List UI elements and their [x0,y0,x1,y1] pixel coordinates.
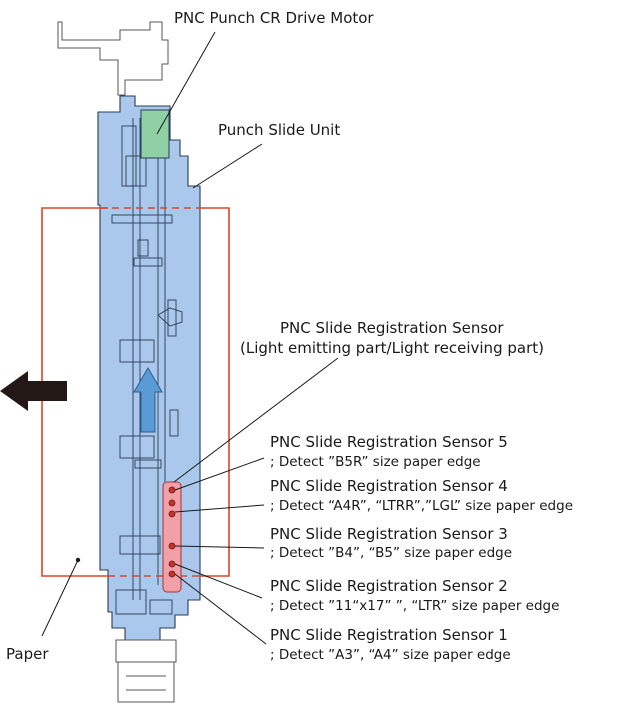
sensor-dots [168,486,176,578]
paper-label: Paper [6,645,49,663]
paper-leader [41,559,79,637]
sensor-5-detail: ; Detect ”B5R” size paper edge [270,454,481,470]
leader-lines [41,31,339,645]
sensor-1-name: PNC Slide Registration Sensor 1 [270,626,508,644]
slide-sensor-label-line2: (Light emitting part/Light receiving par… [240,339,544,357]
sensor-1-leader [174,573,267,645]
sensor-2-detail: ; Detect ”11“x17” ”, “LTR” size paper ed… [270,598,560,614]
sensor-2-name: PNC Slide Registration Sensor 2 [270,577,508,595]
paper-leader-dot [75,557,81,563]
sensor-5-leader [174,457,265,491]
upper-bracket [57,21,169,96]
sensor-4-leader [174,504,265,513]
sensor-4b-dot [168,510,176,518]
slide-sensor-leader [173,357,339,483]
sensor-1-detail: ; Detect ”A3”, “A4” size paper edge [270,647,511,663]
sensor-3-name: PNC Slide Registration Sensor 3 [270,525,508,543]
sensor-4-dot [168,499,176,507]
sensor-3-dot [168,542,176,550]
sensor-5-dot [168,486,176,494]
paper-direction-arrow [0,371,67,411]
slide-unit-label: Punch Slide Unit [218,121,341,139]
motor-label: PNC Punch CR Drive Motor [174,9,374,27]
sensor-2-dot [168,560,176,568]
sensor-4-name: PNC Slide Registration Sensor 4 [270,477,508,495]
sensor-2-leader [174,563,263,599]
slide-sensor-label-line1: PNC Slide Registration Sensor [280,319,504,337]
sensor-5-name: PNC Slide Registration Sensor 5 [270,433,508,451]
slide-unit-leader [192,143,263,189]
sensor-4-detail: ; Detect “A4R”, “LTRR”,”LGL” size paper … [270,498,573,514]
motor-leader [156,31,216,135]
bottom-block [115,639,177,703]
sensor-3-leader [174,545,265,549]
slide-unit-body [97,95,201,641]
drive-motor [140,109,170,159]
slide-direction-arrow [133,367,163,433]
slide-unit-internal-details [111,118,183,615]
sensor-3-detail: ; Detect ”B4”, “B5” size paper edge [270,545,513,561]
sensor-1-dot [168,570,176,578]
